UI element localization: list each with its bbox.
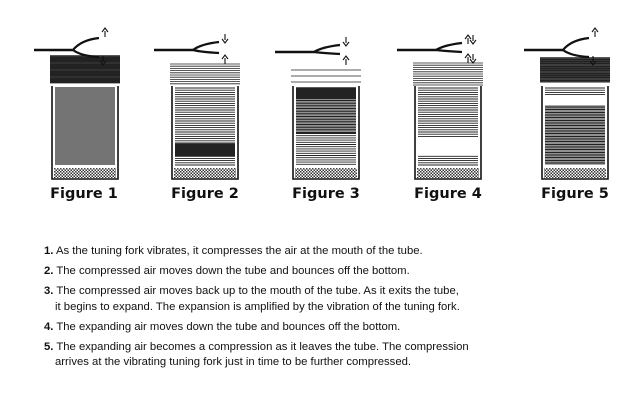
arrow-down-icon [99, 56, 107, 66]
tube-bottom [417, 168, 479, 178]
arrow-down-icon [589, 56, 597, 66]
tuning-fork-prong [313, 43, 341, 53]
tuning-fork-prong [562, 49, 590, 59]
arrow-up-icon [591, 27, 599, 37]
figure-3 [275, 37, 361, 180]
tube [171, 86, 239, 180]
tuning-fork-prong [435, 48, 463, 54]
arrow-up-icon [464, 34, 472, 44]
figure-1 [34, 27, 120, 180]
step-5: 5. The expanding air becomes a compressi… [44, 340, 604, 371]
caption-figure-2: Figure 2 [171, 186, 239, 202]
figure-4 [397, 34, 483, 180]
arrow-up-icon [464, 53, 472, 63]
step-text: The compressed air moves down the tube a… [56, 265, 410, 277]
figure-5 [524, 27, 610, 180]
step-text: The expanding air moves down the tube an… [56, 320, 401, 333]
step-text-continued: it begins to expand. The expansion is am… [55, 300, 460, 313]
tube-bottom [544, 168, 606, 178]
step-4: 4. The expanding air moves down the tube… [44, 320, 604, 336]
tube-bottom [174, 168, 236, 178]
tuning-fork-prong [72, 36, 100, 51]
step-1: 1. As the tuning fork vibrates, it compr… [44, 244, 604, 260]
tube [541, 86, 609, 180]
arrow-up-icon [342, 55, 350, 65]
steps-list: 1. As the tuning fork vibrates, it compr… [44, 244, 604, 375]
tube [292, 86, 360, 180]
arrow-down-icon [221, 34, 229, 44]
tube-figures-diagram [34, 27, 610, 180]
tube [414, 86, 482, 180]
step-text: As the tuning fork vibrates, it compress… [55, 245, 423, 257]
caption-figure-5: Figure 5 [541, 186, 609, 202]
step-text: The expanding air becomes a compression … [56, 340, 469, 353]
caption-figure-4: Figure 4 [414, 186, 482, 202]
step-2: 2. The compressed air moves down the tub… [44, 264, 604, 280]
step-3: 3. The compressed air moves back up to t… [44, 284, 604, 315]
arrow-up-icon [101, 27, 109, 37]
figure-2 [154, 34, 240, 180]
caption-figure-1: Figure 1 [50, 186, 118, 202]
tube [51, 86, 119, 180]
step-text-continued: arrives at the vibrating tuning fork jus… [55, 356, 412, 368]
tuning-fork-prong [72, 49, 100, 59]
caption-figure-3: Figure 3 [292, 186, 360, 202]
arrow-down-icon [469, 35, 477, 45]
step-number: 5. [44, 340, 54, 353]
step-text: The compressed air moves back up to the … [56, 285, 459, 297]
step-number: 3. [44, 285, 54, 297]
tuning-fork-prong [192, 48, 220, 55]
tuning-fork-prong [313, 50, 341, 56]
arrow-down-icon [342, 37, 350, 47]
step-number: 4. [44, 320, 54, 333]
tube-bottom [54, 168, 116, 178]
tube-bottom [295, 168, 357, 178]
step-number: 2. [44, 265, 54, 277]
arrow-down-icon [469, 54, 477, 64]
step-number: 1. [44, 245, 54, 257]
tuning-fork-prong [192, 40, 220, 51]
tuning-fork-prong [562, 36, 590, 51]
tuning-fork-prong [435, 41, 463, 51]
arrow-up-icon [221, 54, 229, 64]
